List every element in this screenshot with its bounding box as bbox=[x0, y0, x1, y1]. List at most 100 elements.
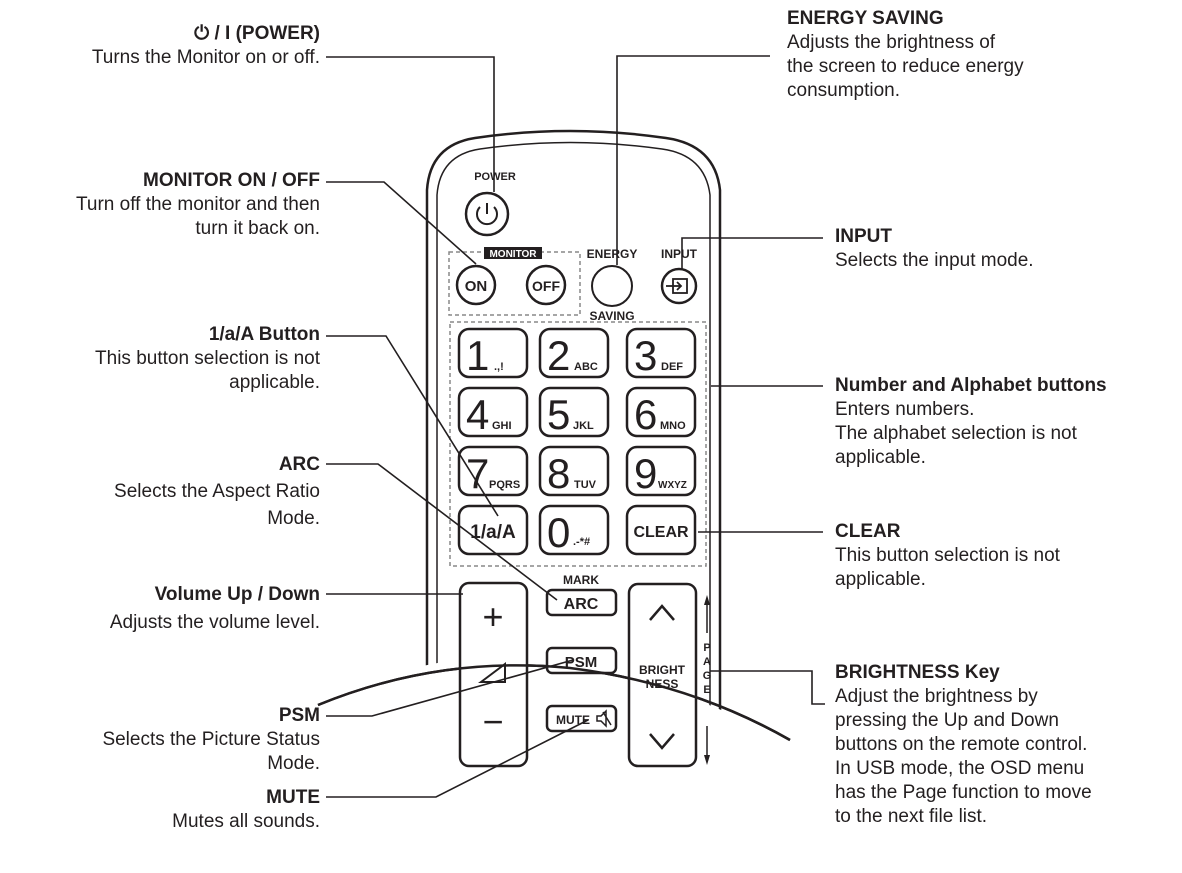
power-icon bbox=[476, 203, 498, 226]
leader-brightness bbox=[710, 670, 825, 705]
mute-speaker-icon bbox=[596, 709, 612, 728]
svg-text:5: 5 bbox=[547, 391, 570, 438]
svg-text:.-*#: .-*# bbox=[573, 536, 590, 548]
callout-arc-desc-2: Mode. bbox=[267, 508, 320, 529]
callout-psm-desc-2: Mode. bbox=[267, 753, 320, 774]
number-keypad-box bbox=[449, 321, 707, 567]
saving-caption: SAVING bbox=[589, 309, 634, 323]
leader-power bbox=[326, 56, 495, 192]
callout-mute-desc-1: Mutes all sounds. bbox=[172, 811, 320, 832]
clear-button[interactable]: CLEAR bbox=[625, 504, 697, 556]
svg-text:0: 0 bbox=[547, 509, 570, 556]
svg-text:4: 4 bbox=[466, 391, 489, 438]
volume-down-icon[interactable]: − bbox=[482, 701, 503, 742]
key-7[interactable]: 7 PQRS bbox=[457, 445, 529, 497]
monitor-caption: MONITOR bbox=[489, 249, 537, 260]
monitor-off-button[interactable]: OFF bbox=[525, 264, 567, 306]
callout-brightness: BRIGHTNESS Key Adjust the brightness by … bbox=[835, 661, 1092, 829]
callout-numbers: Number and Alphabet buttons Enters numbe… bbox=[835, 374, 1107, 470]
svg-text:ARC: ARC bbox=[564, 596, 599, 613]
power-caption: POWER bbox=[474, 171, 516, 183]
svg-text:MENU: MENU bbox=[469, 806, 519, 825]
leader-mute bbox=[326, 719, 589, 798]
brightness-rocker[interactable]: BRIGHT NESS bbox=[627, 582, 698, 768]
callout-arc: ARC Selects the Aspect Ratio Mode. bbox=[114, 451, 320, 532]
svg-text:6: 6 bbox=[634, 391, 657, 438]
input-button[interactable] bbox=[660, 267, 698, 305]
callout-volume-title: Volume Up / Down bbox=[154, 584, 320, 605]
callout-brightness-desc-6: to the next file list. bbox=[835, 806, 988, 827]
svg-text:ABC: ABC bbox=[574, 361, 598, 373]
callout-clear-desc-1: This button selection is not bbox=[835, 545, 1060, 566]
callout-clear: CLEAR This button selection is not appli… bbox=[835, 520, 1060, 592]
key-2[interactable]: 2 ABC bbox=[538, 327, 610, 379]
svg-text:3: 3 bbox=[634, 332, 657, 379]
svg-text:MNO: MNO bbox=[660, 420, 686, 432]
auto-button[interactable]: AUTO bbox=[544, 793, 611, 833]
svg-text:1/a/A: 1/a/A bbox=[470, 522, 516, 543]
callout-energy-desc-3: consumption. bbox=[787, 80, 901, 101]
callout-arc-desc-1: Selects the Aspect Ratio bbox=[114, 481, 320, 502]
key-5[interactable]: 5 JKL bbox=[538, 386, 610, 438]
callout-psm-desc-1: Selects the Picture Status bbox=[102, 729, 320, 750]
key-6[interactable]: 6 MNO bbox=[625, 386, 697, 438]
callout-arc-title: ARC bbox=[278, 454, 320, 475]
arc-button[interactable]: ARC bbox=[545, 588, 618, 617]
monitor-off-label: OFF bbox=[532, 278, 560, 294]
callout-monitor-desc-2: turn it back on. bbox=[195, 218, 320, 239]
callout-numbers-desc-2: The alphabet selection is not bbox=[835, 423, 1077, 444]
svg-text:TUV: TUV bbox=[574, 479, 597, 491]
callout-monitor: MONITOR ON / OFF Turn off the monitor an… bbox=[76, 169, 320, 241]
svg-text:JKL: JKL bbox=[573, 420, 594, 432]
callout-input: INPUT Selects the input mode. bbox=[835, 225, 1034, 273]
callout-brightness-desc-5: has the Page function to move bbox=[835, 782, 1092, 803]
svg-text:P: P bbox=[703, 642, 710, 654]
callout-clear-desc-2: applicable. bbox=[835, 569, 926, 590]
leader-one-a bbox=[326, 335, 499, 517]
svg-text:GHI: GHI bbox=[492, 420, 512, 432]
volume-up-icon[interactable]: + bbox=[482, 596, 503, 637]
callout-clear-title: CLEAR bbox=[835, 521, 901, 542]
callout-numbers-title: Number and Alphabet buttons bbox=[835, 375, 1107, 396]
svg-text:8: 8 bbox=[547, 450, 570, 497]
key-4[interactable]: 4 GHI bbox=[457, 386, 529, 438]
svg-text:2: 2 bbox=[547, 332, 570, 379]
callout-one-a-title: 1/a/A Button bbox=[208, 324, 320, 345]
svg-text:9: 9 bbox=[634, 450, 657, 497]
key-1-a-A[interactable]: 1/a/A bbox=[457, 504, 529, 556]
key-0[interactable]: 0 .-*# bbox=[538, 504, 610, 556]
energy-saving-button[interactable] bbox=[591, 265, 633, 307]
key-9[interactable]: 9 WXYZ bbox=[625, 445, 697, 497]
callout-psm: PSM Selects the Picture Status Mode. bbox=[102, 704, 320, 776]
callout-mute-title: MUTE bbox=[266, 787, 320, 808]
svg-text:PSM: PSM bbox=[565, 654, 598, 671]
svg-text:G: G bbox=[703, 670, 712, 682]
leader-lines bbox=[326, 55, 825, 798]
power-button[interactable] bbox=[464, 191, 510, 237]
monitor-on-button[interactable]: ON bbox=[455, 264, 497, 306]
callout-energy-desc-2: the screen to reduce energy bbox=[787, 56, 1024, 77]
svg-text:A: A bbox=[703, 656, 711, 668]
callout-energy: ENERGY SAVING Adjusts the brightness of … bbox=[787, 7, 1024, 103]
callout-one-a-desc-2: applicable. bbox=[229, 372, 320, 393]
key-3[interactable]: 3 DEF bbox=[625, 327, 697, 379]
mute-button[interactable]: MUTE bbox=[545, 704, 618, 733]
volume-rocker[interactable]: + − bbox=[458, 581, 529, 768]
svg-text:1: 1 bbox=[466, 332, 489, 379]
callout-brightness-desc-2: pressing the Up and Down bbox=[835, 710, 1059, 731]
input-caption: INPUT bbox=[661, 247, 698, 261]
callout-energy-title: ENERGY SAVING bbox=[787, 8, 944, 29]
brightness-down-icon[interactable] bbox=[649, 733, 675, 750]
leader-input bbox=[681, 237, 823, 270]
callout-power-desc-1: Turns the Monitor on or off. bbox=[91, 47, 320, 68]
menu-button[interactable]: MENU bbox=[461, 793, 528, 833]
brightness-up-icon[interactable] bbox=[649, 604, 675, 621]
key-1[interactable]: 1 .,! bbox=[457, 327, 529, 379]
mark-caption: MARK bbox=[563, 573, 599, 587]
key-8[interactable]: 8 TUV bbox=[538, 445, 610, 497]
callout-power: ⏻ / I (POWER) Turns the Monitor on or of… bbox=[92, 22, 320, 70]
leader-arc bbox=[326, 463, 558, 601]
brightness-caption-2: NESS bbox=[646, 677, 679, 691]
callout-numbers-desc-1: Enters numbers. bbox=[835, 399, 975, 420]
